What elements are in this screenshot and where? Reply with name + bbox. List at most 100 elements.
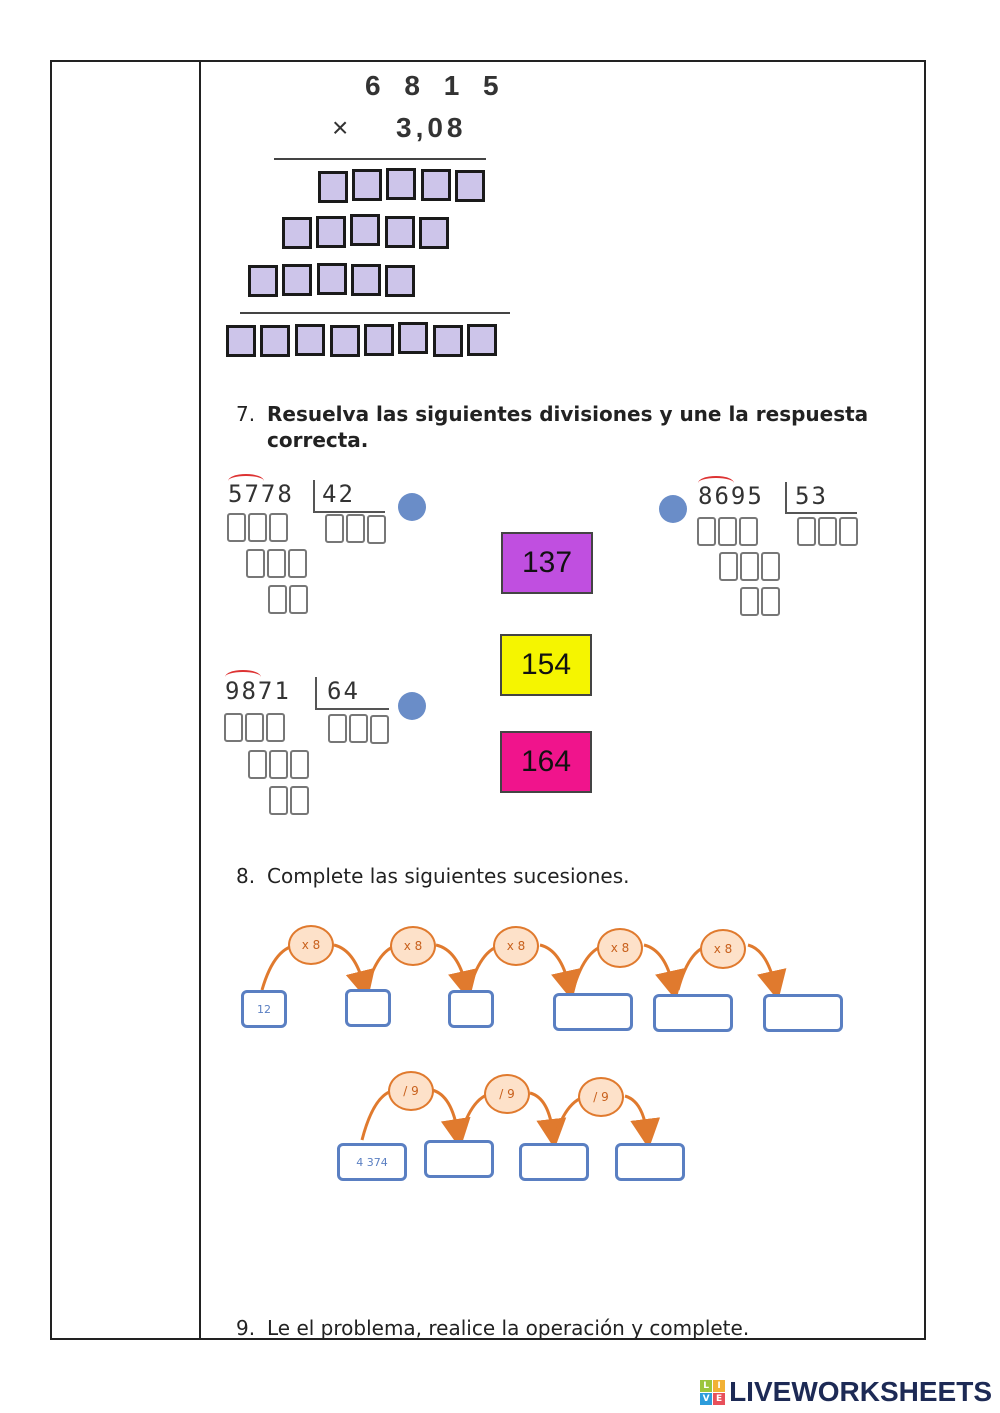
q9-number: 9.	[236, 1316, 256, 1340]
quotient-digit-input[interactable]	[346, 514, 365, 543]
sequence-start: 4 374	[337, 1143, 407, 1181]
product-digit-input[interactable]	[317, 263, 347, 295]
remainder-digit-input[interactable]	[740, 587, 759, 616]
remainder-digit-input[interactable]	[290, 786, 309, 815]
dividend: 9871	[225, 677, 291, 705]
division-arc	[228, 474, 264, 488]
quotient-digit-input[interactable]	[325, 514, 344, 543]
q7-number: 7.	[236, 402, 256, 426]
work-digit-input[interactable]	[245, 713, 264, 742]
work-digit-input[interactable]	[290, 750, 309, 779]
work-digit-input[interactable]	[246, 549, 265, 578]
multiplication-rule-1	[274, 158, 486, 160]
q8-number: 8.	[236, 864, 256, 888]
product-digit-input[interactable]	[260, 325, 290, 357]
match-dot[interactable]	[398, 493, 426, 521]
answer-option-154[interactable]: 154	[500, 634, 592, 696]
q8-text: Complete las siguientes sucesiones.	[267, 864, 630, 888]
work-digit-input[interactable]	[739, 517, 758, 546]
product-digit-input[interactable]	[330, 325, 360, 357]
product-digit-input[interactable]	[316, 216, 346, 248]
sequence-input[interactable]	[653, 994, 733, 1032]
q7-line2: correcta.	[267, 428, 369, 452]
multiplier: 3,08	[396, 112, 467, 143]
quotient-digit-input[interactable]	[349, 714, 368, 743]
q7-line1: Resuelva las siguientes divisiones y une…	[267, 402, 869, 426]
work-digit-input[interactable]	[269, 750, 288, 779]
product-digit-input[interactable]	[226, 325, 256, 357]
work-digit-input[interactable]	[740, 552, 759, 581]
sequence-input[interactable]	[345, 989, 391, 1027]
product-digit-input[interactable]	[385, 265, 415, 297]
work-digit-input[interactable]	[718, 517, 737, 546]
product-digit-input[interactable]	[386, 168, 416, 200]
product-digit-input[interactable]	[318, 171, 348, 203]
remainder-digit-input[interactable]	[268, 585, 287, 614]
sequence-input[interactable]	[424, 1140, 494, 1178]
worksheet-frame	[50, 60, 926, 1340]
product-digit-input[interactable]	[455, 170, 485, 202]
sequence-input[interactable]	[615, 1143, 685, 1181]
quotient-digit-input[interactable]	[797, 517, 816, 546]
product-digit-input[interactable]	[421, 169, 451, 201]
work-digit-input[interactable]	[269, 513, 288, 542]
product-digit-input[interactable]	[248, 265, 278, 297]
remainder-digit-input[interactable]	[269, 786, 288, 815]
match-dot[interactable]	[659, 495, 687, 523]
match-dot[interactable]	[398, 692, 426, 720]
quotient-digit-input[interactable]	[818, 517, 837, 546]
answer-option-164[interactable]: 164	[500, 731, 592, 793]
operation-bubble: x 8	[390, 926, 436, 966]
sequence-input[interactable]	[448, 990, 494, 1028]
q9-text: Le el problema, realice la operación y c…	[267, 1316, 750, 1340]
operation-bubble: / 9	[388, 1071, 434, 1111]
division-bracket	[315, 708, 389, 710]
product-digit-input[interactable]	[419, 217, 449, 249]
quotient-digit-input[interactable]	[370, 715, 389, 744]
dividend: 5778	[228, 480, 294, 508]
sequence-input[interactable]	[763, 994, 843, 1032]
product-digit-input[interactable]	[350, 214, 380, 246]
dividend: 8695	[698, 482, 764, 510]
work-digit-input[interactable]	[267, 549, 286, 578]
product-digit-input[interactable]	[351, 264, 381, 296]
column-divider	[199, 60, 201, 1340]
product-digit-input[interactable]	[398, 322, 428, 354]
quotient-digit-input[interactable]	[367, 515, 386, 544]
sequence-start: 12	[241, 990, 287, 1028]
remainder-digit-input[interactable]	[761, 587, 780, 616]
division-bracket	[313, 511, 385, 513]
liveworksheets-logo: L I V E LIVEWORKSHEETS	[700, 1376, 992, 1408]
work-digit-input[interactable]	[761, 552, 780, 581]
work-digit-input[interactable]	[248, 513, 267, 542]
product-digit-input[interactable]	[467, 324, 497, 356]
sequence-input[interactable]	[519, 1143, 589, 1181]
divisor: 42	[322, 480, 355, 508]
quotient-digit-input[interactable]	[328, 714, 347, 743]
product-digit-input[interactable]	[385, 216, 415, 248]
quotient-digit-input[interactable]	[839, 517, 858, 546]
operation-bubble: / 9	[484, 1074, 530, 1114]
work-digit-input[interactable]	[224, 713, 243, 742]
work-digit-input[interactable]	[288, 549, 307, 578]
work-digit-input[interactable]	[227, 513, 246, 542]
product-digit-input[interactable]	[282, 264, 312, 296]
product-digit-input[interactable]	[295, 324, 325, 356]
work-digit-input[interactable]	[266, 713, 285, 742]
division-arc	[698, 476, 734, 490]
operation-bubble: x 8	[288, 925, 334, 965]
product-digit-input[interactable]	[364, 324, 394, 356]
remainder-digit-input[interactable]	[289, 585, 308, 614]
work-digit-input[interactable]	[719, 552, 738, 581]
work-digit-input[interactable]	[697, 517, 716, 546]
product-digit-input[interactable]	[352, 169, 382, 201]
work-digit-input[interactable]	[248, 750, 267, 779]
sequence-input[interactable]	[553, 993, 633, 1031]
brand-logo-mark: L I V E	[700, 1379, 726, 1405]
product-digit-input[interactable]	[282, 217, 312, 249]
divisor: 53	[795, 482, 828, 510]
product-digit-input[interactable]	[433, 325, 463, 357]
answer-option-137[interactable]: 137	[501, 532, 593, 594]
brand-name: LIVEWORKSHEETS	[729, 1376, 992, 1407]
